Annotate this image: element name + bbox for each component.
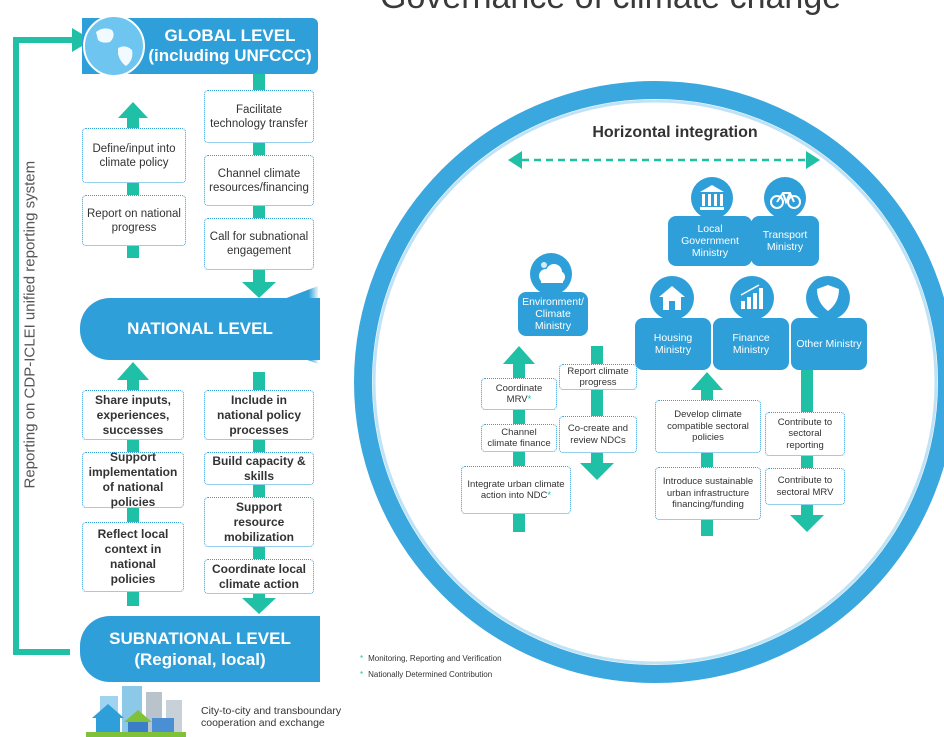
report-climate-progress-box: Report climate progress	[559, 364, 637, 390]
tech-transfer-box: Facilitate technology transfer	[204, 90, 314, 143]
footnote-marker: *	[360, 654, 364, 663]
coordinate-mrv-box: Coordinate MRV*	[481, 378, 557, 410]
connector	[253, 594, 265, 600]
down-arrow	[580, 463, 614, 480]
transport-ministry-box: Transport Ministry	[751, 216, 819, 266]
up-arrow	[117, 362, 149, 380]
page-title: Governance of climate change	[380, 0, 944, 17]
globe-icon	[83, 15, 145, 77]
down-arrow	[790, 515, 824, 532]
connector	[127, 246, 139, 258]
up-arrow	[691, 372, 723, 390]
connector	[127, 592, 139, 606]
ndc-footnote-marker: *	[547, 490, 552, 501]
connector	[801, 456, 813, 468]
connector	[253, 372, 265, 390]
magnifier-ring	[354, 81, 944, 683]
connector	[591, 390, 603, 416]
subnational-subtitle: (Regional, local)	[134, 650, 266, 669]
city-buildings-icon	[86, 686, 186, 737]
global-level-subtitle: (including UNFCCC)	[148, 46, 312, 65]
connector	[513, 514, 525, 532]
connector	[253, 485, 265, 497]
bicycle-icon	[764, 177, 806, 219]
global-level-title: GLOBAL LEVEL	[164, 26, 296, 45]
include-policy-box: Include in national policy processes	[204, 390, 314, 440]
down-arrow	[242, 598, 276, 614]
connector	[127, 440, 139, 452]
environment-ministry-box: Environment/ Climate Ministry	[518, 292, 588, 336]
connector	[127, 508, 139, 522]
reporting-system-label: Reporting on CDP-ICLEI unified reporting…	[21, 160, 39, 489]
contribute-reporting-box: Contribute to sectoral reporting	[765, 412, 845, 456]
magnifier-ring-inner	[372, 99, 938, 665]
connector	[701, 520, 713, 536]
footnote-text: Nationally Determined Contribution	[368, 670, 493, 679]
horizontal-integration-label: Horizontal integration	[592, 124, 758, 141]
connector	[801, 505, 813, 517]
coordinate-action-box: Coordinate local climate action	[204, 559, 314, 594]
connector	[701, 453, 713, 467]
reporting-loop-line	[13, 37, 75, 655]
connector	[253, 440, 265, 452]
government-building-icon	[691, 177, 733, 219]
national-level-box: NATIONAL LEVEL	[80, 298, 320, 360]
integrate-urban-text: Integrate urban climate action into NDC	[467, 478, 565, 502]
reflect-context-box: Reflect local context in national polici…	[82, 522, 184, 592]
define-input-box: Define/input into climate policy	[82, 128, 186, 183]
connector	[253, 206, 265, 218]
connector	[253, 547, 265, 559]
connector	[801, 370, 813, 412]
introduce-financing-box: Introduce sustainable urban infrastructu…	[655, 467, 761, 520]
develop-policies-box: Develop climate compatible sectoral poli…	[655, 400, 761, 453]
shield-icon	[806, 276, 850, 320]
house-icon	[650, 276, 694, 320]
left-arrowhead	[508, 151, 522, 169]
cloud-icon	[530, 253, 572, 295]
footnote-text: Monitoring, Reporting and Verification	[368, 654, 502, 663]
finance-ministry-box: Finance Ministry	[713, 318, 789, 370]
connector	[591, 453, 603, 465]
contribute-mrv-box: Contribute to sectoral MRV	[765, 468, 845, 505]
connector	[127, 183, 139, 195]
local-government-ministry-box: Local Government Ministry	[668, 216, 752, 266]
up-arrow	[503, 346, 535, 364]
resource-mobilization-box: Support resource mobilization	[204, 497, 314, 547]
city-caption: City-to-city and transboundary cooperati…	[201, 705, 342, 729]
subnational-title: SUBNATIONAL LEVEL	[109, 629, 291, 648]
connector	[253, 270, 265, 284]
connector	[253, 143, 265, 155]
up-arrow	[118, 102, 148, 118]
mrv-footnote-marker: *	[527, 394, 532, 405]
connector	[253, 74, 265, 90]
support-implementation-box: Support implementation of national polic…	[82, 450, 184, 509]
housing-ministry-box: Housing Ministry	[635, 318, 711, 370]
share-inputs-box: Share inputs, experiences, successes	[82, 390, 184, 440]
connector	[591, 346, 603, 364]
report-progress-box: Report on national progress	[82, 195, 186, 246]
footnote-ndc: * Nationally Determined Contribution	[360, 670, 492, 679]
footnote-marker: *	[360, 670, 364, 679]
channel-finance-box: Channel climate finance	[481, 424, 557, 452]
connector	[513, 452, 525, 466]
other-ministry-box: Other Ministry	[791, 318, 867, 370]
down-arrow	[242, 282, 276, 298]
connector	[513, 410, 525, 424]
cocreate-ndcs-box: Co-create and review NDCs	[559, 416, 637, 453]
integrate-urban-action-box: Integrate urban climate action into NDC*	[461, 466, 571, 514]
bar-chart-icon	[730, 276, 774, 320]
footnote-mrv: * Monitoring, Reporting and Verification	[360, 654, 502, 663]
subnational-level-box: SUBNATIONAL LEVEL (Regional, local)	[80, 616, 320, 682]
coordinate-mrv-text: Coordinate MRV	[495, 382, 543, 406]
build-capacity-box: Build capacity & skills	[204, 452, 314, 485]
subnational-engagement-box: Call for subnational engagement	[204, 218, 314, 270]
channel-resources-box: Channel climate resources/financing	[204, 155, 314, 206]
right-arrowhead	[806, 151, 820, 169]
